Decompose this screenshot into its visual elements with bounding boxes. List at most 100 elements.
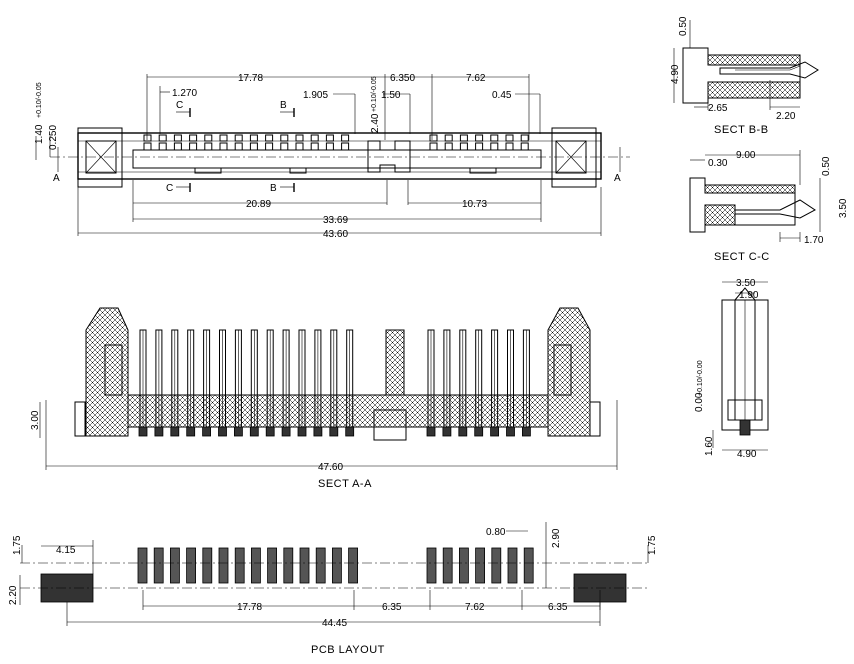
marker-c-top: C xyxy=(176,100,183,111)
top-pins-right xyxy=(429,134,529,151)
aa-pin-foot xyxy=(170,426,180,437)
top-pin xyxy=(490,134,499,142)
pcb-pad xyxy=(218,547,229,584)
marker-c-bottom: C xyxy=(166,183,173,194)
aa-pin-foot xyxy=(329,426,339,437)
end-view: 3.50 1.90 0.00 +0.10/-0.00 1.60 4.90 xyxy=(694,278,769,460)
pcb-pad xyxy=(169,547,180,584)
cc-caption: SECT C-C xyxy=(714,251,770,263)
cc-dim-9-00: 9.00 xyxy=(736,150,756,161)
pcb-pad xyxy=(507,547,518,584)
bb-dim-2-65: 2.65 xyxy=(708,103,728,114)
aa-pin-foot xyxy=(281,426,291,437)
top-pin xyxy=(475,134,484,142)
top-pin xyxy=(325,134,334,142)
dim-7-62-top: 7.62 xyxy=(466,73,486,84)
top-pin xyxy=(520,142,529,151)
aa-pin-foot xyxy=(218,426,227,437)
pcb-pad xyxy=(331,547,342,584)
pcb-dim-4-15: 4.15 xyxy=(56,545,76,556)
pcb-caption: PCB LAYOUT xyxy=(311,644,385,656)
cc-dim-0-30: 0.30 xyxy=(708,158,728,169)
dim-1-270: 1.270 xyxy=(172,88,197,99)
marker-b-bottom: B xyxy=(270,183,277,194)
dim-1-40: 1.40 xyxy=(34,124,45,144)
top-pin xyxy=(310,134,319,142)
pcb-pad xyxy=(137,547,148,584)
top-pin xyxy=(234,134,243,142)
top-view-left-ear xyxy=(77,127,123,188)
bb-dim-2-20: 2.20 xyxy=(776,111,796,122)
aa-dim-47-60: 47.60 xyxy=(318,462,343,473)
top-pin xyxy=(505,142,514,151)
section-a-a: 47.60 3.00 SECT A-A xyxy=(30,307,618,490)
top-pin xyxy=(189,142,198,151)
dim-6-350: 6.350 xyxy=(390,73,415,84)
cc-dim-3-50: 3.50 xyxy=(838,198,849,218)
pcb-signal-pads-left xyxy=(137,547,359,584)
aa-pin-foot xyxy=(506,426,515,437)
top-pin xyxy=(219,134,228,142)
pcb-dim-17-78: 17.78 xyxy=(237,602,262,613)
bb-dim-4-90: 4.90 xyxy=(670,64,681,84)
top-pins-left xyxy=(143,134,350,151)
aa-pin-foot xyxy=(490,426,500,437)
top-pin xyxy=(295,142,304,151)
top-pin xyxy=(265,142,274,151)
dim-1-50: 1.50 xyxy=(381,90,401,101)
top-view: A A 17.78 6.350 7.62 1.270 1.905 1.50 0.… xyxy=(34,73,630,240)
pcb-dim-1-75-right: 1.75 xyxy=(647,535,658,555)
pcb-pad xyxy=(250,547,261,584)
pcb-pad xyxy=(475,547,486,584)
top-pin xyxy=(341,142,350,151)
dim-2-40: 2.40 xyxy=(370,113,381,133)
aa-pin-foot xyxy=(345,426,355,437)
top-pin xyxy=(204,142,213,151)
top-pin xyxy=(429,142,438,151)
pcb-pad xyxy=(234,547,245,584)
top-pin xyxy=(429,134,438,142)
dim-33-69: 33.69 xyxy=(323,215,348,226)
top-pin xyxy=(490,142,499,151)
aa-pin-foot xyxy=(202,426,212,437)
end-dim-4-90: 4.90 xyxy=(737,449,757,460)
pcb-pad xyxy=(315,547,326,584)
marker-a-right: A xyxy=(614,173,621,184)
top-pin xyxy=(173,142,182,151)
aa-pin-foot xyxy=(249,426,259,437)
pcb-dim-0-80: 0.80 xyxy=(486,527,506,538)
pcb-dim-1-75-left: 1.75 xyxy=(12,535,23,555)
top-pin xyxy=(444,134,453,142)
dim-20-89: 20.89 xyxy=(246,199,271,210)
top-pin xyxy=(158,134,167,142)
marker-b-top: B xyxy=(280,100,287,111)
pcb-pad xyxy=(426,547,437,584)
pcb-pad xyxy=(186,547,197,584)
section-b-b: 0.50 4.90 2.65 2.20 SECT B-B xyxy=(670,16,819,136)
aa-pin-foot xyxy=(297,426,307,437)
pcb-dim-2-90: 2.90 xyxy=(551,528,562,548)
cc-dim-0-50: 0.50 xyxy=(821,156,832,176)
pcb-pad xyxy=(153,547,164,584)
aa-pin-foot xyxy=(186,426,196,437)
aa-dim-3-00: 3.00 xyxy=(30,410,41,430)
aa-caption: SECT A-A xyxy=(318,478,372,490)
top-pin xyxy=(520,134,529,142)
top-pin xyxy=(189,134,198,142)
top-pin xyxy=(505,134,514,142)
section-a-a-pins xyxy=(138,329,531,437)
pcb-dim-6-35-b: 6.35 xyxy=(548,602,568,613)
pcb-pad xyxy=(348,547,359,584)
top-pin xyxy=(265,134,274,142)
polarizing-key xyxy=(367,140,411,173)
aa-pin-foot xyxy=(458,426,468,437)
top-pin xyxy=(158,142,167,151)
pcb-pad xyxy=(202,547,213,584)
pcb-pad xyxy=(299,547,310,584)
top-pin xyxy=(280,142,289,151)
pcb-dim-2-20: 2.20 xyxy=(8,585,19,605)
aa-pin-foot xyxy=(522,426,531,437)
bb-dim-0-50: 0.50 xyxy=(678,16,689,36)
top-pin xyxy=(310,142,319,151)
